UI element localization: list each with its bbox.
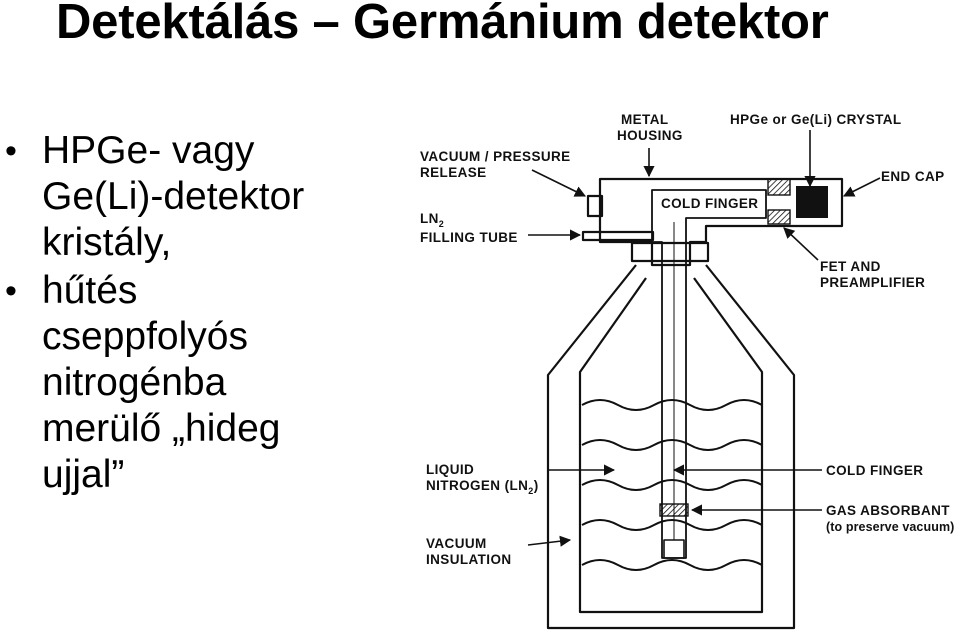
label-vacuum-insulation: INSULATION xyxy=(426,552,512,567)
bullet-line: kristály, xyxy=(42,221,172,264)
label-cold-finger-top: COLD FINGER xyxy=(661,196,758,211)
liquid-wave xyxy=(581,519,763,531)
bullet-dot-icon: • xyxy=(5,272,17,310)
slide-title: Detektálás – Germánium detektor xyxy=(56,0,829,49)
dewar-outer-wall xyxy=(546,264,796,630)
dewar-flange xyxy=(630,241,710,263)
arrow-vacuum-ins xyxy=(527,535,572,547)
label-fet: FET AND xyxy=(820,259,881,274)
label-vacuum-release: VACUUM / PRESSURE xyxy=(420,149,571,164)
bullet-line: Ge(Li)-detektor xyxy=(42,175,305,218)
bullet-line: nitrogénba xyxy=(42,361,227,404)
arrow-end-cap xyxy=(842,177,881,197)
bullet-line: cseppfolyós xyxy=(42,315,248,358)
arrow-fet xyxy=(783,227,819,261)
liquid-wave xyxy=(581,439,763,451)
bullet-item: • HPGe- vagy Ge(Li)-detektor kristály, xyxy=(0,128,380,266)
bullet-list: • HPGe- vagy Ge(Li)-detektor kristály, •… xyxy=(0,128,380,498)
label-vacuum-release: RELEASE xyxy=(420,165,487,180)
label-filling-tube: FILLING TUBE xyxy=(420,230,518,245)
label-liquid-nitrogen: LIQUID xyxy=(426,462,474,477)
fet-block-lower xyxy=(767,209,791,225)
liquid-wave xyxy=(581,399,763,411)
label-metal-housing: METAL xyxy=(621,112,669,127)
label-crystal: HPGe or Ge(Li) CRYSTAL xyxy=(730,112,902,127)
label-cold-finger-bottom: COLD FINGER xyxy=(826,463,923,478)
bullet-line: ujjal” xyxy=(42,453,125,496)
label-ln2: LN2 xyxy=(420,211,444,229)
fet-block xyxy=(767,178,791,196)
bullet-line: HPGe- vagy xyxy=(42,129,255,172)
cold-finger-tip xyxy=(663,539,685,559)
gas-absorbant xyxy=(659,503,689,517)
cold-finger xyxy=(651,189,767,559)
label-end-cap: END CAP xyxy=(881,169,945,184)
liquid-wave xyxy=(581,559,763,571)
label-fet: PREAMPLIFIER xyxy=(820,275,925,290)
bullet-dot-icon: • xyxy=(5,132,17,170)
label-liquid-nitrogen: NITROGEN (LN2) xyxy=(426,478,539,496)
bullet-line: hűtés xyxy=(42,269,138,312)
bullet-item: • hűtés cseppfolyós nitrogénba merülő „h… xyxy=(0,268,380,498)
ge-crystal xyxy=(796,186,828,218)
vacuum-release-nozzle xyxy=(586,194,604,218)
label-gas-absorbant: GAS ABSORBANT xyxy=(826,503,950,518)
dewar-inner-wall xyxy=(578,277,764,614)
label-gas-absorbant: (to preserve vacuum) xyxy=(826,520,954,534)
liquid-wave xyxy=(581,479,763,491)
label-vacuum-insulation: VACUUM xyxy=(426,536,487,551)
label-metal-housing: HOUSING xyxy=(617,128,683,143)
arrow-vacuum-release xyxy=(531,169,587,197)
bullet-line: merülő „hideg xyxy=(42,407,281,450)
ln2-filling-tube xyxy=(581,230,655,242)
